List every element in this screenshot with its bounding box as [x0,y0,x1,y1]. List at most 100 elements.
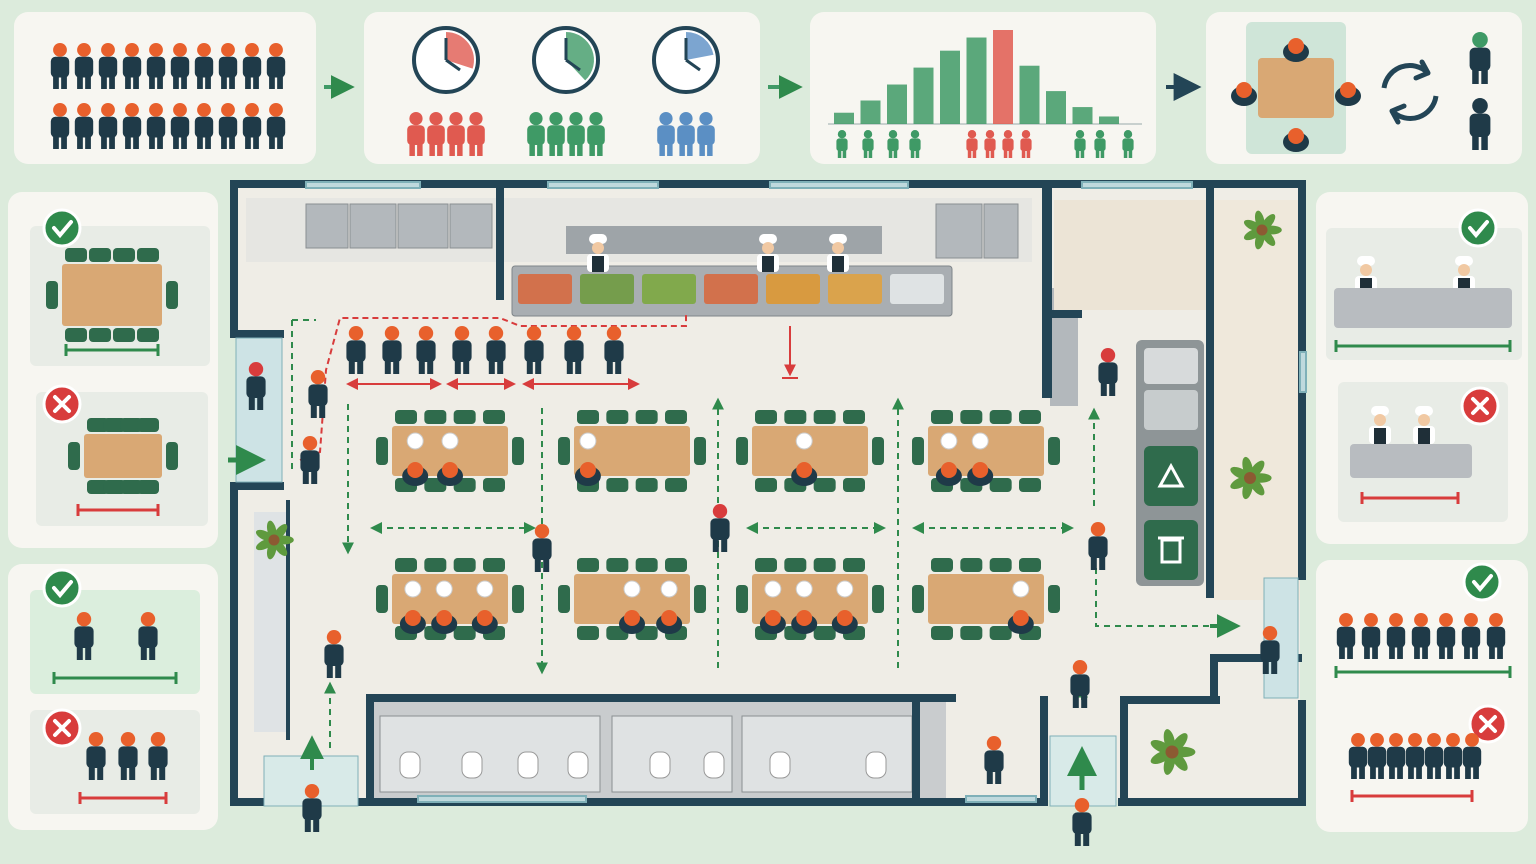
refresh-cycle-icon [1381,59,1439,125]
chair [843,410,865,424]
table-top [752,426,868,476]
chair [137,418,159,432]
chair [1019,478,1041,492]
histogram-bar [1046,91,1066,124]
worker-icon [524,326,544,374]
worker-icon [74,43,94,89]
chair [1019,410,1041,424]
chair [665,478,687,492]
worker-icon [382,326,402,374]
chair [606,558,629,572]
kitchen-cabinet [397,203,449,249]
worker-icon [909,130,921,158]
worker-icon [831,610,858,634]
worker-icon [50,103,70,149]
worker-icon [122,43,142,89]
chair [558,585,570,613]
chair [65,248,87,262]
chair [46,281,58,309]
chair [89,328,111,342]
plate [1012,580,1030,598]
walls [230,180,1306,806]
chef-icon [827,234,849,272]
chair [577,626,599,640]
chair [813,626,836,640]
chair [694,585,706,613]
chair [483,558,505,572]
check-icon [42,568,82,608]
toilet-icon [769,751,791,779]
dining-table [558,410,706,492]
food-tray [704,274,758,304]
chair [424,558,447,572]
worker-icon [146,103,166,149]
dining-table [376,558,524,640]
worker-crowd [50,43,286,149]
chair [137,328,159,342]
chair [960,626,983,640]
food-tray [766,274,820,304]
worker-icon [1072,798,1092,846]
dining-table [376,410,524,492]
plate [971,432,989,450]
chair [103,418,126,432]
worker-icon [1411,613,1431,659]
chair [843,478,865,492]
worker-icon [427,112,445,156]
worker-icon [1405,733,1425,779]
worker-icon [1361,613,1381,659]
chef-icon [587,234,609,272]
table-top [84,434,162,478]
worker-icon [218,103,238,149]
chair [453,410,476,424]
worker-icon [1283,128,1309,152]
worker-icon [1094,130,1106,158]
worker-icon [300,436,320,484]
chair [558,437,570,465]
chair [694,437,706,465]
chair [912,437,924,465]
chair [1048,437,1060,465]
histogram-bar [940,50,960,124]
toilet-icon [703,751,725,779]
chair [376,585,388,613]
chair [635,478,658,492]
plate [579,432,597,450]
dining-table [736,410,884,492]
histogram-bar [993,30,1013,124]
worker-icon [1231,82,1257,106]
chair [89,248,111,262]
worker-icon [1007,610,1034,634]
worker-icon [574,462,601,486]
worker-icon [1462,733,1482,779]
plant-icon [1230,456,1272,500]
worker-icon [604,326,624,374]
chair [113,328,135,342]
plants [255,210,1282,775]
worker-icon [170,43,190,89]
worker-icon [836,130,848,158]
dining-table [46,248,178,342]
worker-icon [791,462,818,486]
plate [435,580,453,598]
chair [166,442,178,470]
queue-spacing-good-bg [30,590,200,694]
histogram-bar [966,37,987,124]
waste-station [1136,340,1204,586]
chair [120,480,143,494]
chair [843,558,865,572]
histogram-bar [834,112,854,124]
chair [87,480,109,494]
worker-icon [759,610,786,634]
dining-table [912,558,1060,640]
worker-icon [527,112,545,156]
chair [872,437,884,465]
worker-icon [567,112,585,156]
worker-icon [194,43,214,89]
check-icon [1462,562,1502,602]
serving-counter [1334,288,1512,328]
worker-icon [1348,733,1368,779]
chair [65,328,87,342]
plant-icon [1243,210,1282,250]
worker-icon [532,524,552,572]
